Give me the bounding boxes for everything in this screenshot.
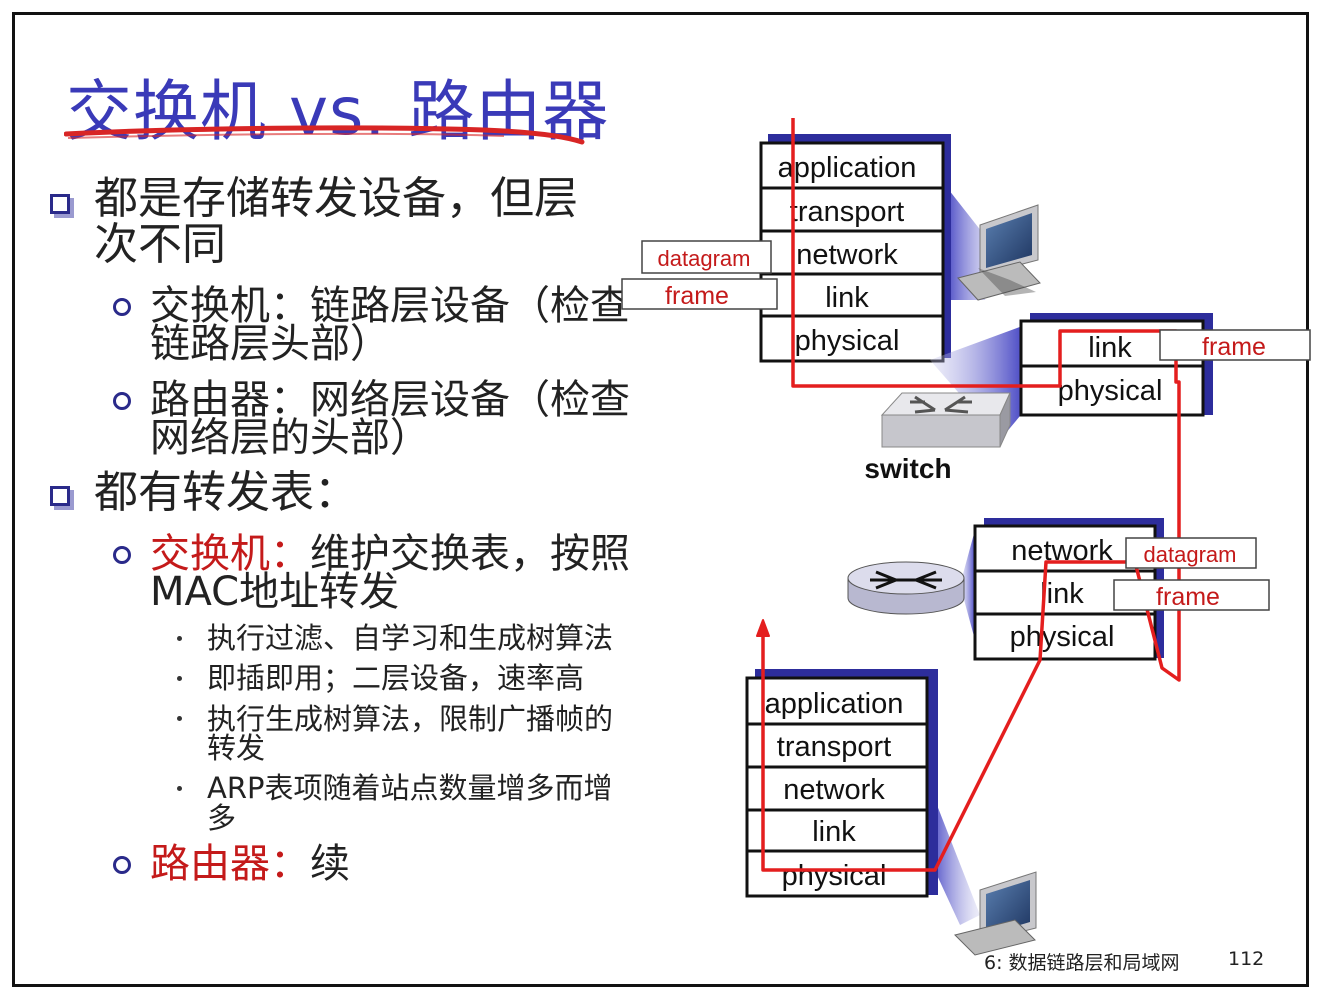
host-bottom-layer-transport: transport	[777, 731, 891, 763]
tag-datagram-router: datagram	[1125, 537, 1257, 569]
host-bottom-layer-network: network	[783, 774, 885, 806]
svg-text:frame: frame	[665, 282, 729, 310]
bullet-2: 都有转发表：	[94, 467, 358, 518]
sub-bullet-switch-line-1: 交换机：链路层设备（检查	[150, 283, 630, 329]
tertiary-item-4-line-1: ARP表项随着站点数量增多而增	[207, 771, 613, 805]
router-device-icon	[847, 561, 965, 615]
switch-layer-physical: physical	[1058, 375, 1163, 407]
host-bottom-stack: application transport network link physi…	[745, 669, 980, 925]
svg-text:frame: frame	[1156, 583, 1220, 611]
router-term: 路由器：	[150, 841, 310, 887]
host-top-layer-application: application	[778, 152, 917, 184]
sub-bullet-router-cont: 路由器：续	[150, 844, 350, 884]
switch-device-icon	[880, 392, 1011, 448]
switch-layer-link: link	[1088, 332, 1132, 364]
tertiary-item-4-line-2: 多	[207, 801, 237, 835]
host-bottom-layer-link: link	[812, 816, 856, 848]
bullet-square-icon	[50, 194, 70, 214]
switch-table-text: 维护交换表，按照	[310, 531, 630, 577]
svg-text:frame: frame	[1202, 333, 1266, 361]
bullet-dot-icon	[177, 786, 182, 791]
switch-label: switch	[864, 453, 951, 484]
svg-text:datagram: datagram	[658, 246, 751, 271]
sub-bullet-router-line-1: 路由器：网络层设备（检查	[150, 377, 630, 423]
bullet-ring-icon	[113, 856, 131, 874]
footer-chapter: 6: 数据链路层和局域网	[984, 952, 1180, 974]
tag-frame-switch: frame	[1159, 329, 1311, 361]
host-bottom-layer-application: application	[765, 688, 904, 720]
router-stack: network link physical	[960, 518, 1164, 661]
host-top-stack: application transport network link physi…	[759, 134, 1000, 363]
bullet-ring-icon	[113, 546, 131, 564]
computer-icon	[954, 871, 1037, 956]
tag-datagram-top: datagram	[641, 240, 772, 274]
tertiary-item-2: 即插即用；二层设备，速率高	[207, 661, 585, 695]
slide-frame	[12, 12, 1309, 987]
computer-icon	[957, 204, 1041, 301]
svg-text:datagram: datagram	[1144, 542, 1237, 567]
sub-bullet-switch-table: 交换机：维护交换表，按照	[150, 534, 630, 574]
bullet-dot-icon	[177, 676, 182, 681]
data-path	[756, 118, 1181, 872]
switch-term: 交换机：	[150, 531, 310, 577]
bullet-1-line-2: 次不同	[94, 219, 226, 270]
bullet-ring-icon	[113, 298, 131, 316]
router-layer-link: link	[1040, 578, 1084, 610]
sub-bullet-switch-line-2: 链路层头部）	[150, 321, 390, 367]
bullet-1-line-1: 都是存储转发设备，但层	[94, 173, 578, 224]
tertiary-item-3-line-1: 执行生成树算法，限制广播帧的	[207, 702, 614, 736]
router-layer-physical: physical	[1010, 621, 1115, 653]
host-top-layer-physical: physical	[795, 325, 900, 357]
tertiary-item-1: 执行过滤、自学习和生成树算法	[207, 621, 614, 655]
bullet-ring-icon	[113, 392, 131, 410]
bullet-dot-icon	[177, 636, 182, 641]
sub-bullet-switch-table-line-2: MAC地址转发	[150, 569, 400, 615]
bullet-dot-icon	[177, 716, 182, 721]
router-cont-text: 续	[310, 841, 350, 887]
host-bottom-layer-physical: physical	[782, 860, 887, 892]
tertiary-item-3-line-2: 转发	[207, 731, 266, 765]
host-top-layer-link: link	[825, 282, 869, 314]
title-underline	[64, 125, 585, 145]
tag-frame-top: frame	[621, 278, 778, 310]
host-top-layer-network: network	[796, 239, 898, 271]
bullet-square-icon	[50, 486, 70, 506]
host-top-layer-transport: transport	[790, 196, 904, 228]
tag-frame-router: frame	[1113, 579, 1270, 611]
page-number: 112	[1228, 948, 1265, 970]
sub-bullet-router-line-2: 网络层的头部）	[150, 415, 430, 461]
slide-title: 交换机 vs. 路由器	[66, 73, 610, 150]
